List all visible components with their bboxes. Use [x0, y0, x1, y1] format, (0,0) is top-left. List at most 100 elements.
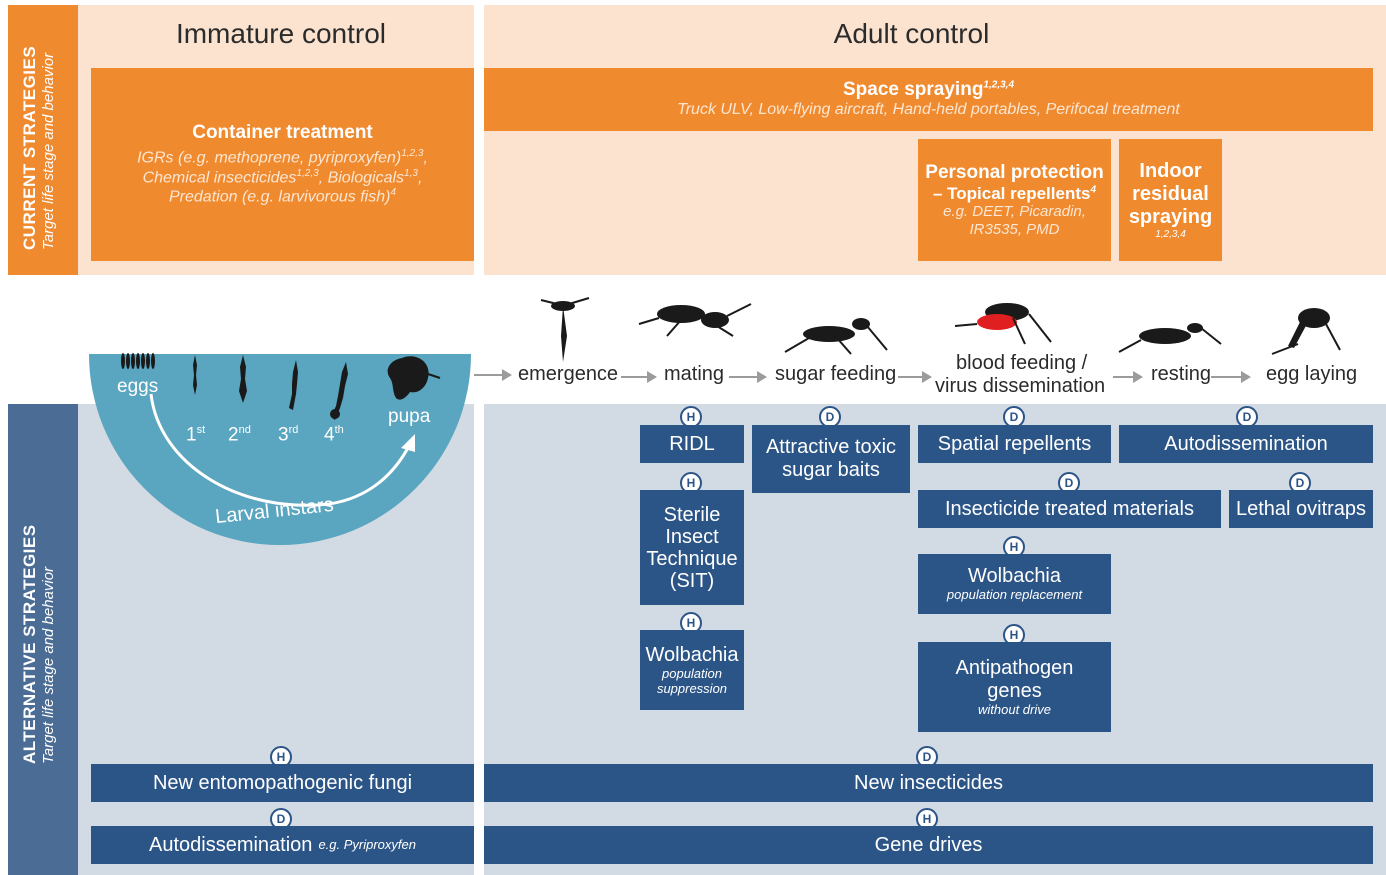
spatial-repellents-label: Spatial repellents: [937, 432, 1092, 455]
instar-3-label: 3rd: [278, 424, 298, 446]
arrow-sugar-blood: [898, 371, 932, 383]
sugar-feeding-mosquito-icon: [784, 318, 888, 355]
atsb-l2: sugar baits: [782, 459, 880, 481]
stage-blood-feeding: blood feeding /: [956, 352, 1088, 374]
current-strategies-sidebar: CURRENT STRATEGIES Target life stage and…: [8, 5, 78, 275]
space-spraying-box: Space spraying1,2,3,4 Truck ULV, Low-fly…: [484, 68, 1373, 131]
arrow-mating-sugar: [729, 371, 767, 383]
stage-emergence: emergence: [518, 363, 619, 385]
wolbachia-suppression-sub2: suppression: [656, 680, 728, 696]
instar-number: 4: [324, 424, 335, 446]
autodissemination-immature-label: Autodissemination: [149, 833, 313, 856]
container-biologicals: Biologicals: [327, 168, 405, 186]
container-treatment-box: Container treatment IGRs (e.g. methopren…: [91, 68, 474, 261]
larva-4-icon: [330, 362, 348, 420]
personal-protection-box: Personal protection – Topical repellents…: [918, 139, 1111, 261]
ovitraps-label: Lethal ovitraps: [1235, 497, 1367, 520]
gene-drives-box: Gene drives: [484, 826, 1373, 864]
indoor-refs: 1,2,3,4: [1155, 228, 1186, 240]
wolbachia-replacement-box: Wolbachia population replacement: [918, 554, 1111, 614]
pupa-icon: [387, 356, 441, 400]
ref-sup: 4: [1090, 184, 1097, 196]
container-chemical: Chemical insecticides: [142, 168, 297, 186]
new-insecticides-box: New insecticides: [484, 764, 1373, 802]
space-spraying-methods: Truck ULV, Low-flying aircraft, Hand-hel…: [677, 101, 1180, 119]
arrow-resting-egg-laying: [1211, 371, 1251, 383]
current-strategies-label: CURRENT STRATEGIES Target life stage and…: [20, 46, 57, 250]
instar-number: 2: [228, 424, 239, 446]
egg-laying-mosquito-icon: [1271, 308, 1341, 355]
antipathogen-box: Antipathogen genes without drive: [918, 642, 1111, 732]
antipathogen-l1: Antipathogen: [955, 656, 1074, 679]
sit-box: Sterile Insect Technique (SIT): [640, 490, 744, 605]
adult-control-title: Adult control: [833, 18, 990, 49]
wolbachia-suppression-sub1: population: [662, 665, 722, 681]
larva-3-icon: [289, 360, 298, 410]
personal-protection-sub1: e.g. DEET, Picaradin,: [943, 203, 1086, 221]
indoor-l3: spraying: [1128, 205, 1213, 228]
larval-curve-arrow: [149, 393, 415, 507]
autodissemination-immature-sub: e.g. Pyriproxyfen: [318, 836, 416, 852]
gene-drives-label: Gene drives: [874, 833, 983, 856]
ref-sup: 1,2,3,4: [983, 80, 1015, 92]
stage-resting: resting: [1151, 363, 1212, 385]
space-spraying-title: Space spraying: [842, 79, 984, 101]
instar-2-label: 2nd: [228, 424, 251, 446]
immature-control-title: Immature control: [175, 18, 387, 49]
larva-1-icon: [193, 355, 197, 395]
personal-protection-title: Personal protection: [925, 162, 1104, 184]
container-predation: Predation (e.g. larvivorous fish): [169, 188, 391, 206]
wolbachia-suppression-title: Wolbachia: [645, 643, 739, 666]
gene-drives-badge: H: [916, 808, 938, 830]
indoor-l1: Indoor: [1139, 159, 1202, 182]
stage-sugar-feeding: sugar feeding: [775, 363, 897, 385]
ovitraps-box: Lethal ovitraps: [1229, 490, 1373, 528]
arrow-emergence-mating: [621, 371, 657, 383]
alternative-strategies-sidebar: ALTERNATIVE STRATEGIES Target life stage…: [8, 404, 78, 875]
instar-1-label: 1st: [186, 424, 205, 446]
container-igrs: IGRs (e.g. methoprene, pyriproxyfen): [137, 149, 402, 167]
fungi-label: New entomopathogenic fungi: [152, 771, 413, 794]
autodissemination-adult-badge: D: [1236, 406, 1258, 428]
mating-mosquitoes-icon: [638, 303, 752, 337]
fungi-box: New entomopathogenic fungi: [91, 764, 474, 802]
spatial-repellents-box: Spatial repellents: [918, 425, 1111, 463]
sit-l2: Insect: [665, 525, 719, 548]
wolbachia-replacement-sub: population replacement: [946, 587, 1083, 603]
wolbachia-replacement-title: Wolbachia: [967, 565, 1062, 588]
instar-suffix: st: [196, 424, 206, 436]
current-strategies-subtitle: Target life stage and behavior: [40, 52, 57, 250]
ref-sup: 1,2,3: [401, 147, 424, 159]
itm-box: Insecticide treated materials: [918, 490, 1221, 528]
stage-egg-laying: egg laying: [1266, 363, 1358, 385]
larva-2-icon: [239, 355, 247, 403]
atsb-l1: Attractive toxic: [765, 436, 897, 458]
alternative-strategies-title: ALTERNATIVE STRATEGIES: [20, 524, 39, 764]
indoor-l2: residual: [1132, 182, 1209, 205]
eggs-label: eggs: [117, 376, 159, 397]
indoor-residual-box: Indoor residual spraying 1,2,3,4: [1119, 139, 1222, 261]
stage-virus-dissemination: virus dissemination: [935, 375, 1106, 397]
ridl-label: RIDL: [669, 432, 715, 455]
personal-protection-sub2: IR3535, PMD: [969, 220, 1060, 238]
instar-number: 3: [278, 424, 289, 446]
fungi-badge: H: [270, 746, 292, 768]
antipathogen-l2: genes: [987, 679, 1042, 702]
alternative-strategies-subtitle: Target life stage and behavior: [40, 566, 57, 764]
sit-l4: (SIT): [669, 569, 715, 592]
autodissemination-immature-box: Autodissemination e.g. Pyriproxyfen: [91, 826, 474, 864]
topical-repellents-label: – Topical repellents: [932, 183, 1091, 203]
alternative-strategies-label: ALTERNATIVE STRATEGIES Target life stage…: [20, 524, 57, 764]
instar-number: 1: [186, 424, 197, 446]
autodissemination-immature-badge: D: [270, 808, 292, 830]
autodissemination-adult-label: Autodissemination: [1164, 432, 1328, 455]
instar-4-label: 4th: [324, 424, 344, 446]
instar-suffix: th: [334, 424, 344, 436]
ridl-box: RIDL: [640, 425, 744, 463]
emergence-mosquito-icon: [540, 297, 590, 362]
sit-l3: Technique: [646, 547, 738, 570]
sit-l1: Sterile: [663, 503, 721, 526]
blood-feeding-mosquito-icon: [954, 303, 1052, 345]
arrow-blood-resting: [1113, 371, 1143, 383]
current-strategies-title: CURRENT STRATEGIES: [20, 45, 39, 250]
